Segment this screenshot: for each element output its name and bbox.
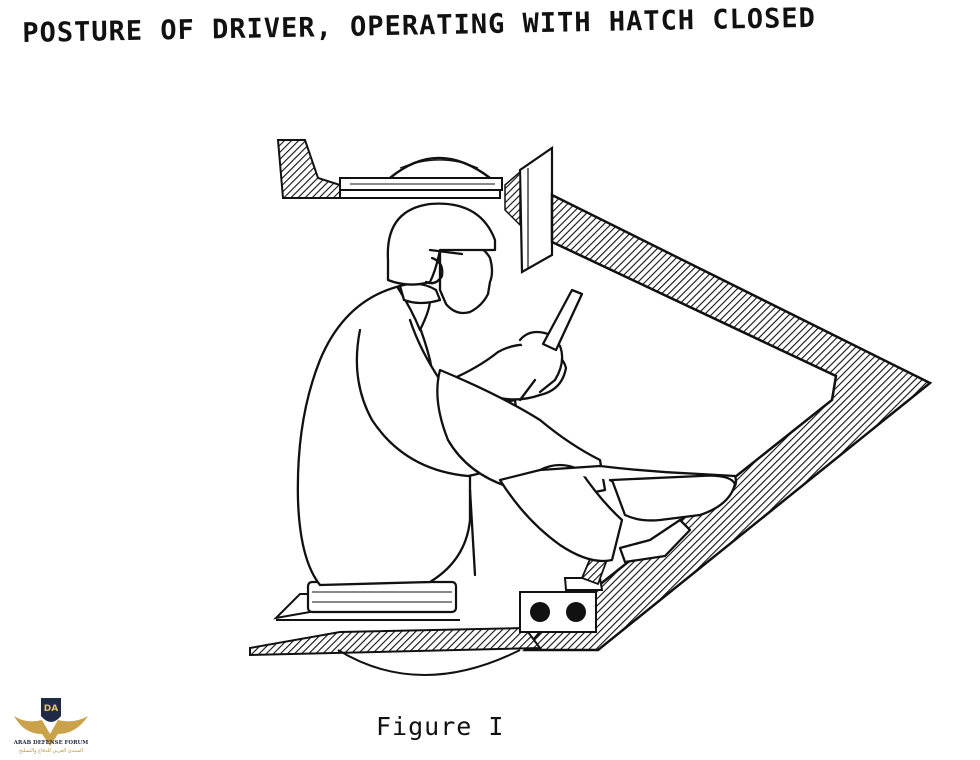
logo-initials: DA: [44, 704, 58, 714]
driver-seat: [273, 580, 460, 621]
arab-defense-forum-logo: DA ARAB DEFENSE FORUM المنتدى العربي للد…: [13, 698, 89, 754]
figure-caption: Figure I: [376, 712, 505, 741]
driver-compartment-illustration: [249, 139, 933, 676]
logo-name-ar: المنتدى العربي للدفاع والتسليح: [19, 748, 83, 754]
logo-name-en: ARAB DEFENSE FORUM: [13, 740, 89, 746]
periscope-dome: [339, 156, 503, 199]
hatch-block: [276, 139, 341, 199]
driver-figure: [296, 202, 738, 587]
hull-floor: [249, 626, 542, 676]
vision-block: [504, 145, 554, 274]
